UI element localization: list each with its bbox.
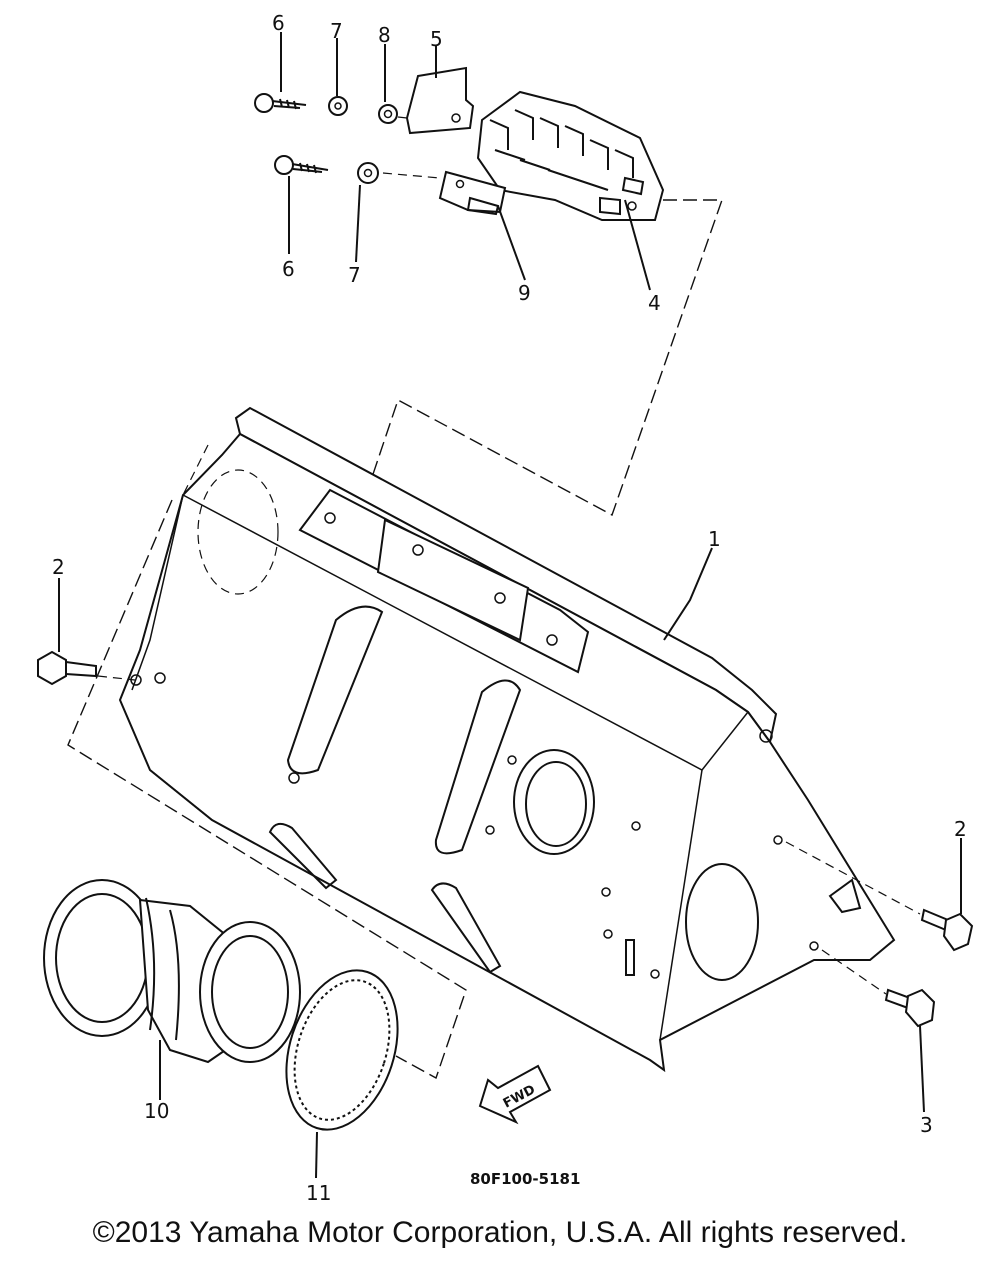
callout-7-top: 7 bbox=[330, 19, 343, 43]
callout-2-right: 2 bbox=[954, 817, 967, 841]
callout-8: 8 bbox=[378, 23, 391, 47]
callout-6-top: 6 bbox=[272, 11, 285, 35]
callout-10: 10 bbox=[144, 1099, 169, 1123]
callout-4: 4 bbox=[648, 291, 661, 315]
bolt-2-right bbox=[920, 908, 974, 952]
bracket-9 bbox=[438, 170, 507, 216]
washer-7-top bbox=[328, 96, 348, 116]
nut-8 bbox=[378, 104, 398, 124]
bracket-5 bbox=[405, 66, 475, 135]
gasket-11 bbox=[285, 969, 399, 1131]
callout-7-bottom: 7 bbox=[348, 263, 361, 287]
callout-6-bottom: 6 bbox=[282, 257, 295, 281]
callout-5: 5 bbox=[430, 27, 443, 51]
air-box-plate-1 bbox=[118, 406, 896, 1073]
bolt-2-left bbox=[37, 650, 97, 686]
callout-11: 11 bbox=[306, 1181, 331, 1205]
washer-7-bottom bbox=[357, 162, 379, 184]
callout-2-left: 2 bbox=[52, 555, 65, 579]
parts-diagram: FWD 6 7 8 5 6 7 9 4 1 2 2 3 10 11 80F100… bbox=[37, 11, 974, 1205]
screw-6-bottom bbox=[274, 155, 329, 175]
callout-1: 1 bbox=[708, 527, 721, 551]
diagram-code: 80F100-5181 bbox=[470, 1170, 580, 1188]
screw-6-top bbox=[254, 93, 307, 113]
copyright-text: ©2013 Yamaha Motor Corporation, U.S.A. A… bbox=[92, 1216, 908, 1249]
hose-10 bbox=[43, 879, 301, 1064]
fwd-arrow-icon: FWD bbox=[478, 1064, 552, 1125]
callout-9: 9 bbox=[518, 281, 531, 305]
bolt-3 bbox=[884, 988, 936, 1028]
callout-3: 3 bbox=[920, 1113, 933, 1137]
regulator-4 bbox=[476, 90, 665, 221]
